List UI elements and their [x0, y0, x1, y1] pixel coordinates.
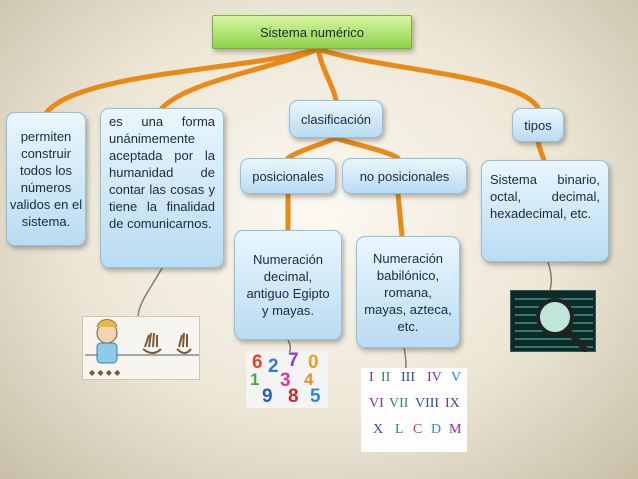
left-note-text: permiten construir todos los números val… — [9, 129, 83, 229]
classification-node: clasificación — [289, 100, 383, 138]
connector-root-to-classification — [315, 46, 339, 103]
connector-root-to-left-note — [44, 46, 321, 115]
positional-examples-text: Numeración decimal, antiguo Egipto y may… — [246, 252, 330, 318]
string-to-binary-picture — [547, 261, 553, 291]
counting-hands-picture: ◆ ◆ ◆ ◆ — [82, 316, 200, 380]
nonpositional-examples-node: Numeración babilónico, romana, mayas, az… — [356, 236, 460, 348]
digit-glyph: 8 — [288, 386, 299, 407]
digit-glyph: 2 — [268, 356, 279, 377]
roman-numeral: IX — [445, 396, 460, 411]
types-list-text: Sistema binario, octal, decimal, hexadec… — [490, 172, 600, 221]
string-to-hands-picture — [137, 267, 163, 317]
connector-root-to-types — [315, 46, 541, 111]
roman-numeral: I — [369, 370, 374, 385]
definition-node: es una forma unánimemente aceptada por l… — [100, 108, 224, 268]
binary-magnifier-drawing — [515, 298, 593, 352]
types-label: tipos — [524, 117, 552, 133]
roman-numeral: IV — [427, 370, 442, 385]
roman-numeral: D — [431, 422, 442, 437]
digit-glyph: 3 — [280, 370, 291, 391]
roman-numeral: VI — [369, 396, 384, 411]
left-note-node: permiten construir todos los números val… — [6, 112, 86, 246]
connector-classification-to-positional — [285, 135, 339, 161]
connector-types-to-list — [535, 139, 547, 163]
roman-numeral: L — [395, 422, 404, 437]
digit-glyph: 7 — [288, 350, 299, 371]
roman-numeral: II — [381, 370, 391, 385]
positional-examples-node: Numeración decimal, antiguo Egipto y may… — [234, 230, 342, 340]
svg-text:◆ ◆ ◆ ◆: ◆ ◆ ◆ ◆ — [89, 368, 121, 377]
types-list-node: Sistema binario, octal, decimal, hexadec… — [481, 160, 609, 262]
roman-numeral: C — [413, 422, 423, 437]
roman-numeral: V — [451, 370, 462, 385]
nonpositional-examples-text: Numeración babilónico, romana, mayas, az… — [364, 250, 452, 334]
definition-text: es una forma unánimemente aceptada por l… — [109, 114, 215, 231]
string-to-roman-picture — [403, 347, 407, 369]
binary-magnifier-picture — [510, 290, 596, 352]
connector-nonpositional-to-examples — [395, 191, 405, 239]
roman-numeral: X — [373, 422, 384, 437]
connector-root-to-definition — [159, 46, 321, 111]
digit-glyph: 0 — [308, 352, 319, 373]
digit-glyph: 5 — [310, 386, 321, 407]
roman-numeral: III — [401, 370, 415, 385]
counting-hands-drawing: ◆ ◆ ◆ ◆ — [85, 319, 199, 377]
digit-glyph: 6 — [252, 352, 263, 373]
nonpositional-node: no posicionales — [342, 158, 467, 194]
roman-numeral: VIII — [415, 396, 440, 411]
digit-glyph: 4 — [304, 370, 314, 389]
types-node: tipos — [512, 108, 564, 142]
roman-numeral: M — [449, 422, 462, 437]
connector-classification-to-nonpositional — [333, 135, 401, 161]
digit-glyph: 9 — [262, 386, 273, 407]
digit-glyph: 1 — [250, 370, 260, 389]
roman-numeral: VII — [389, 396, 409, 411]
roman-numerals-picture: I II III IV V VI VII VIII IX X L C D M — [361, 368, 467, 452]
positional-label: posicionales — [252, 168, 324, 184]
classification-label: clasificación — [300, 111, 372, 127]
positional-node: posicionales — [240, 158, 336, 194]
nonpositional-label: no posicionales — [359, 168, 450, 184]
root-label: Sistema numérico — [259, 24, 365, 40]
root-node: Sistema numérico — [212, 15, 412, 49]
colored-digits-picture: 6 2 7 0 1 3 4 9 8 5 — [246, 350, 328, 408]
